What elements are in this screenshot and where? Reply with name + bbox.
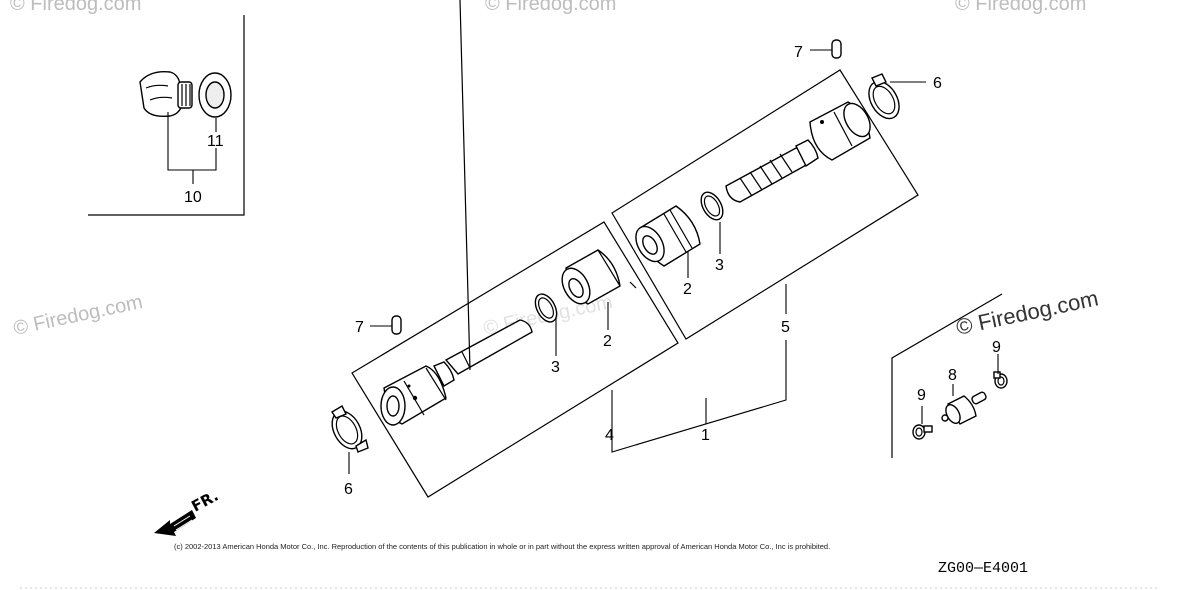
callout-9-left: 9	[917, 387, 926, 404]
callout-6-lower: 6	[344, 481, 353, 498]
pin-part-7-upper	[810, 39, 842, 59]
callout-3-lower: 3	[551, 359, 560, 376]
watermark-top-right: © Firedog.com	[955, 0, 1086, 15]
inset-frame-top-left	[88, 15, 245, 216]
o-ring-part-3-upper	[700, 191, 724, 221]
pin-part-7-lower	[370, 315, 402, 335]
shaft-assembly-lower	[380, 0, 533, 426]
group-box-4	[351, 221, 679, 498]
clip-part-9-right	[993, 371, 1008, 389]
shaft-groove-lower	[461, 351, 471, 369]
bushing-part-2-lower	[561, 249, 637, 305]
copyright-notice: (c) 2002-2013 American Honda Motor Co., …	[174, 542, 830, 551]
bushing-part-2-upper	[635, 205, 701, 267]
o-ring-part-3-lower	[534, 293, 558, 323]
group-box-5	[611, 69, 919, 340]
seal-ring-part-11	[198, 72, 232, 118]
callout-6-upper: 6	[933, 75, 942, 92]
watermark-right: © Firedog.com	[954, 285, 1101, 340]
leader-4-1-5	[611, 340, 787, 453]
callout-2-upper: 2	[683, 281, 692, 298]
clip-part-9-left	[912, 424, 933, 440]
callout-8: 8	[948, 367, 957, 384]
callout-1: 1	[701, 427, 710, 444]
callout-7-lower: 7	[355, 319, 364, 336]
fitting-part-8	[941, 391, 987, 425]
watermark-mid-left: © Firedog.com	[11, 291, 144, 340]
watermark-top-center: © Firedog.com	[485, 0, 616, 15]
callout-9-right: 9	[992, 339, 1001, 356]
diagram-code: ZG00—E4001	[938, 560, 1028, 577]
callout-4: 4	[605, 427, 614, 444]
callout-5: 5	[781, 319, 790, 336]
callout-2-lower: 2	[603, 333, 612, 350]
callout-7-upper: 7	[794, 44, 803, 61]
front-direction-label: FR.	[188, 487, 221, 516]
front-direction-arrow-icon	[154, 510, 196, 536]
callout-11: 11	[207, 133, 224, 150]
clamp-part-6-upper	[868, 73, 926, 120]
cap-part-10	[139, 71, 193, 118]
clamp-part-6-lower	[331, 405, 369, 453]
leader-10	[167, 112, 217, 171]
callout-10: 10	[184, 189, 202, 206]
inset-frame-right	[891, 293, 1003, 458]
callout-3-upper: 3	[715, 257, 724, 274]
watermark-top-left: © Firedog.com	[10, 0, 141, 15]
shaft-assembly-upper	[725, 101, 871, 203]
